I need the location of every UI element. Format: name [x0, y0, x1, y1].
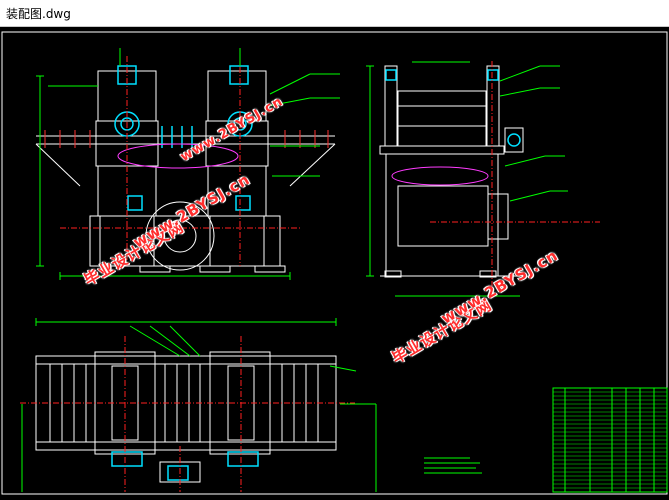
- title-bar: 装配图.dwg: [0, 0, 669, 27]
- side-dimensions: [366, 61, 568, 297]
- drawing-border: [1, 31, 668, 495]
- top-highlight: [111, 451, 259, 481]
- side-highlight: [385, 69, 521, 147]
- document-title: 装配图.dwg: [6, 7, 71, 21]
- top-centerlines: [20, 336, 355, 492]
- front-centerlines: [60, 56, 300, 266]
- side-hidden: [391, 166, 489, 186]
- side-view: [379, 65, 524, 278]
- top-view: [35, 351, 337, 483]
- front-view: [35, 70, 336, 273]
- cad-drawing: [1, 31, 668, 495]
- bom-rows: [553, 391, 667, 489]
- front-hidden: [117, 143, 239, 169]
- side-centerlines: [430, 61, 600, 286]
- drawing-canvas[interactable]: 毕业设计论文网 www.2BYSJ.cn www.2BYSJ.cn 毕业设计论文…: [0, 26, 669, 496]
- technical-notes: [424, 457, 482, 474]
- front-dimensions: [36, 48, 340, 280]
- top-dimensions: [21, 318, 377, 492]
